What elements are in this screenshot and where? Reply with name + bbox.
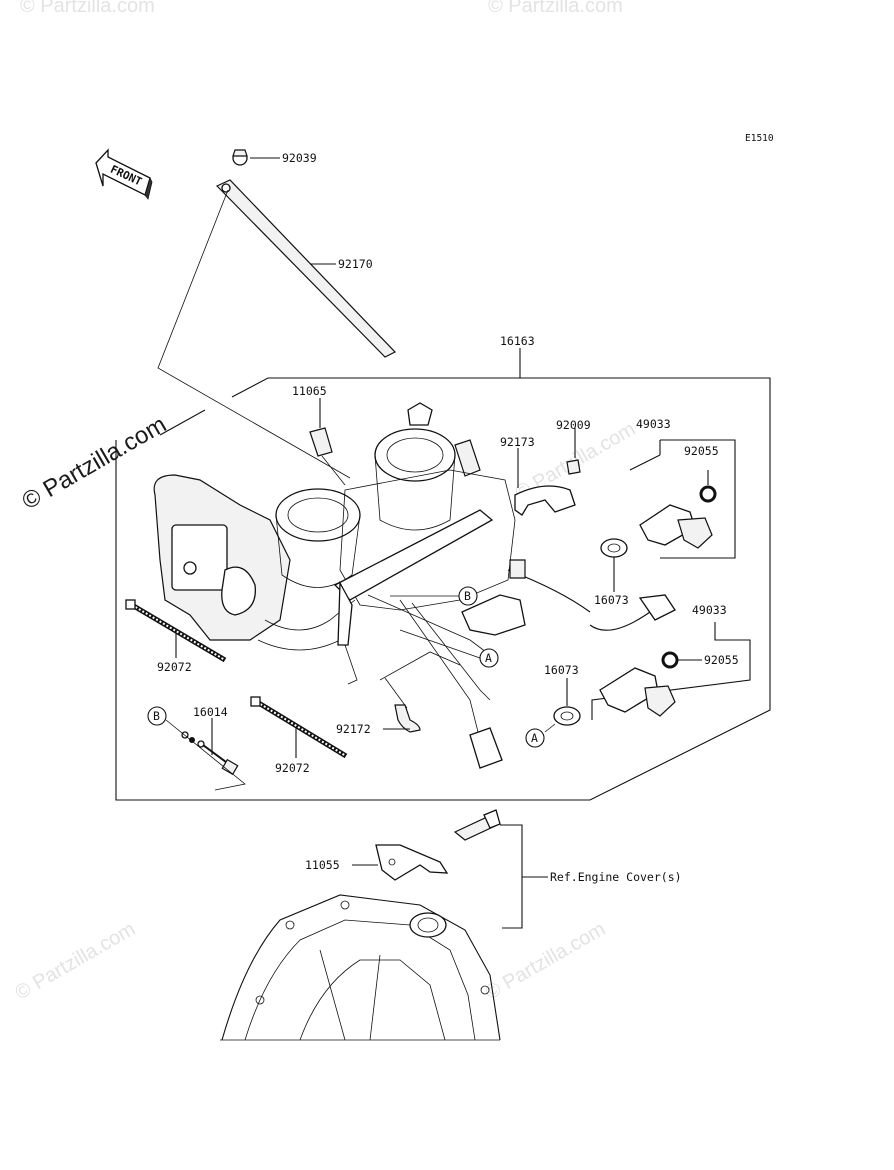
hook-92172 <box>394 704 421 733</box>
watermark-text: © Partzilla.com <box>488 0 623 17</box>
svg-text:A: A <box>531 731 538 745</box>
callout-92072-right: 92072 <box>275 761 310 775</box>
injector-49033-upper <box>639 504 713 549</box>
callout-16163: 16163 <box>500 334 535 348</box>
callout-16073-upper: 16073 <box>594 593 629 607</box>
svg-text:B: B <box>464 589 471 603</box>
callout-49033-lower: 49033 <box>692 603 727 617</box>
marker-a-lower: A <box>525 728 545 748</box>
callout-16014: 16014 <box>193 705 228 719</box>
marker-b-lower: B <box>147 706 167 726</box>
washer-16073-upper <box>600 538 628 558</box>
bracket-11055 <box>375 844 449 881</box>
connector-lower <box>469 727 503 769</box>
callout-92055-lower: 92055 <box>704 653 739 667</box>
adjuster-16014 <box>181 731 239 776</box>
callout-92170: 92170 <box>338 257 373 271</box>
bolt-engine-cover <box>453 809 501 841</box>
callout-11055: 11055 <box>305 858 340 872</box>
clamp-92173 <box>514 485 576 516</box>
callout-16073-lower: 16073 <box>544 663 579 677</box>
callout-92009: 92009 <box>556 418 591 432</box>
injector-49033-lower <box>599 667 676 717</box>
marker-b-upper: B <box>458 586 478 606</box>
engine-cover <box>221 894 501 1041</box>
svg-text:A: A <box>485 651 492 665</box>
callout-49033-upper: 49033 <box>636 417 671 431</box>
o-ring-92055-lower <box>661 651 679 669</box>
callout-92039: 92039 <box>282 151 317 165</box>
watermark-text: © Partzilla.com <box>12 918 140 1004</box>
cable-tie-92072-right <box>250 696 348 759</box>
callout-92072-left: 92072 <box>157 660 192 674</box>
cable-tie-92072-left <box>125 599 227 663</box>
strap-92170 <box>215 179 396 358</box>
front-arrow-icon: FRONT <box>95 148 153 200</box>
svg-text:B: B <box>153 709 160 723</box>
reference-note: Ref.Engine Cover(s) <box>550 870 682 884</box>
washer-16073-lower <box>553 706 581 726</box>
diagram-code: E1510 <box>745 133 774 144</box>
watermark-text: © Partzilla.com <box>482 918 610 1004</box>
callout-11065: 11065 <box>292 384 327 398</box>
screw-92009 <box>566 459 581 475</box>
bolt-92039 <box>232 149 248 166</box>
throttle-body-assembly <box>153 402 676 741</box>
callout-92173: 92173 <box>500 435 535 449</box>
cap-11065 <box>309 427 333 457</box>
callout-92055-upper: 92055 <box>684 444 719 458</box>
assembly-box-16163 <box>115 377 771 801</box>
watermark-text: © Partzilla.com <box>20 0 155 17</box>
marker-a-upper: A <box>479 648 499 668</box>
callout-92172: 92172 <box>336 722 371 736</box>
o-ring-92055-upper <box>699 485 717 503</box>
partzilla-watermark: © Partzilla.com <box>18 411 172 515</box>
